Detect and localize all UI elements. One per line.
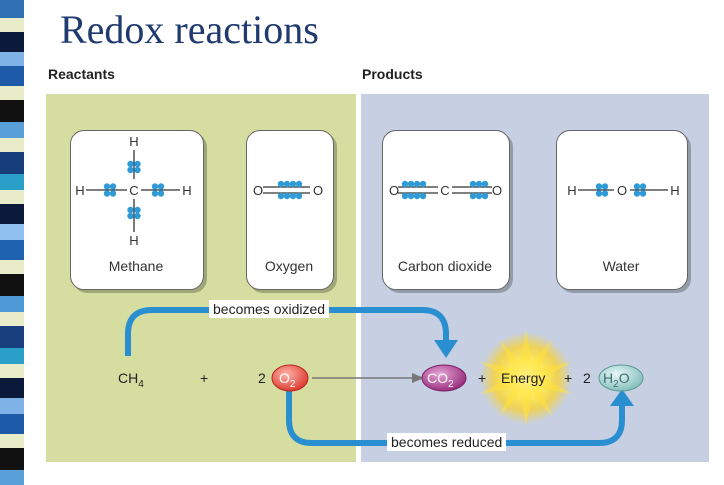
co2-oval — [421, 364, 467, 392]
methane-electrons — [103, 160, 165, 220]
h2o-oval — [598, 364, 644, 392]
o2-oval — [271, 364, 309, 392]
co2-atom-o-right: O — [492, 183, 502, 198]
h2o-coefficient: 2 — [583, 370, 591, 386]
methane-atom-c: C — [129, 183, 138, 198]
methane-atom-h-left: H — [75, 183, 84, 198]
methane-atom-h-bottom: H — [129, 233, 138, 248]
products-header: Products — [362, 66, 423, 82]
water-atom-h-right: H — [670, 183, 679, 198]
oxygen-electrons — [277, 180, 303, 200]
carbon-dioxide-card — [382, 130, 510, 290]
energy-sun-icon — [480, 330, 572, 426]
o2-coefficient: 2 — [258, 370, 266, 386]
water-card — [556, 130, 688, 290]
oxygen-card — [246, 130, 334, 290]
co2-formula: CO2 — [427, 370, 454, 390]
oxidized-label: becomes oxidized — [209, 300, 330, 318]
water-atom-h-left: H — [567, 183, 576, 198]
plus-sign-3: + — [564, 370, 572, 386]
plus-sign-1: + — [200, 370, 208, 386]
methane-label: Methane — [108, 258, 164, 274]
reduced-arrowhead — [610, 389, 634, 406]
methane-atom-h-right: H — [182, 183, 191, 198]
decorative-stripe — [0, 0, 24, 485]
plus-sign-2: + — [478, 370, 486, 386]
page-title: Redox reactions — [60, 7, 319, 52]
co2-electrons — [401, 180, 489, 200]
carbon-dioxide-label: Carbon dioxide — [397, 258, 493, 274]
co2-atom-c: C — [440, 183, 449, 198]
oxygen-structure — [263, 186, 310, 194]
ch4-formula: CH4 — [118, 370, 144, 390]
oxygen-label: Oxygen — [264, 258, 314, 274]
water-electrons — [595, 183, 647, 197]
co2-atom-o-left: O — [389, 183, 399, 198]
water-label: Water — [602, 258, 640, 274]
methane-structure — [86, 150, 180, 232]
energy-label: Energy — [501, 370, 545, 386]
reactants-header: Reactants — [48, 66, 115, 82]
reaction-arrowhead — [412, 373, 424, 383]
o2-formula: O2 — [279, 370, 296, 390]
h2o-formula: H2O — [603, 370, 630, 390]
reduced-label: becomes reduced — [387, 433, 507, 451]
oxygen-atom-left: O — [253, 183, 263, 198]
water-atom-o: O — [617, 183, 627, 198]
oxygen-atom-right: O — [313, 183, 323, 198]
oxidized-arrowhead — [434, 340, 458, 358]
methane-atom-h-top: H — [129, 134, 138, 149]
